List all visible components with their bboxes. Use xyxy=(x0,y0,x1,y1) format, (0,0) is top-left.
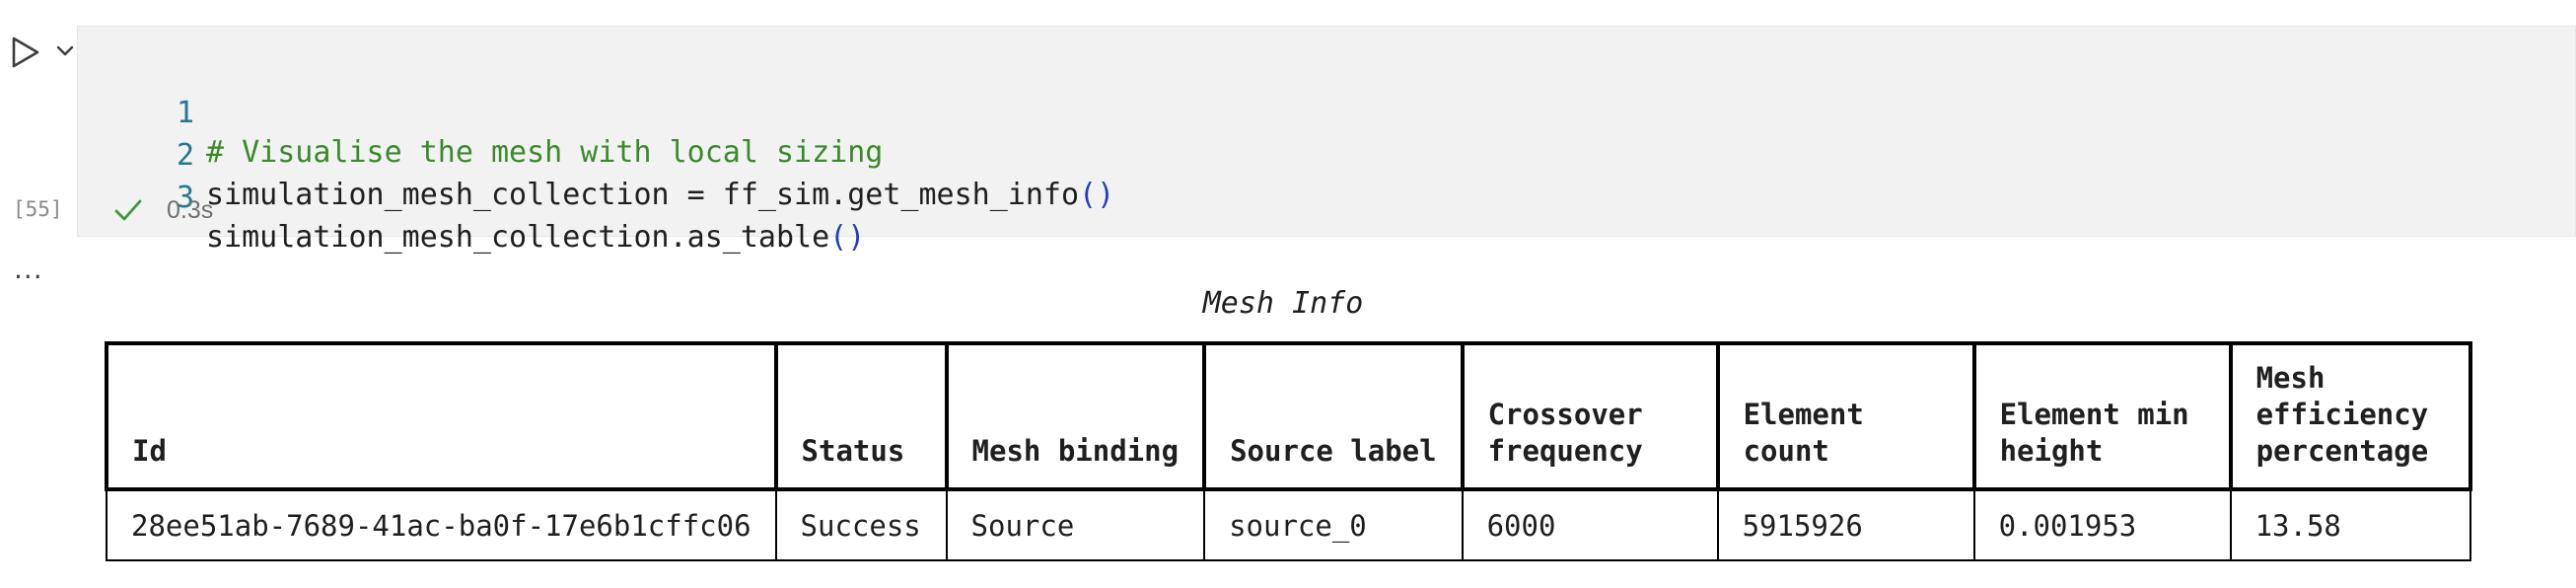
cell-mesh-efficiency-percentage: 13.58 xyxy=(2229,488,2471,561)
column-header-source-label: Source label xyxy=(1202,341,1465,491)
line-number: 1 xyxy=(176,96,194,130)
column-header-mesh-efficiency-percentage: Mesh efficiency percentage xyxy=(2228,341,2472,491)
chevron-down-icon[interactable] xyxy=(55,43,75,59)
line-number: 2 xyxy=(176,138,194,173)
output-more-button[interactable]: ... xyxy=(14,253,43,285)
column-header-element-min-height: Element min height xyxy=(1971,341,2233,491)
cell-element-count: 5915926 xyxy=(1716,488,1975,561)
code-comment: # Visualise the mesh with local sizing xyxy=(206,135,884,170)
cell-mesh-binding: Source xyxy=(945,488,1206,561)
code-cell[interactable]: 1 # Visualise the mesh with local sizing… xyxy=(77,26,2576,255)
code-statement: simulation_mesh_collection.as_table xyxy=(206,220,830,255)
column-header-element-count: Element count xyxy=(1715,341,1976,491)
play-icon[interactable] xyxy=(10,36,41,69)
column-header-crossover-frequency: Crossover frequency xyxy=(1460,341,1720,491)
cell-id: 28ee51ab-7689-41ac-ba0f-17e6b1cffc06 xyxy=(106,488,777,561)
execution-status: 0.3s xyxy=(113,192,213,228)
code-line[interactable]: 3 simulation_mesh_collection.as_table() xyxy=(78,139,865,255)
table-header-row: Id Status Mesh binding Source label Cros… xyxy=(105,341,2472,491)
table-row: 28ee51ab-7689-41ac-ba0f-17e6b1cffc06 Suc… xyxy=(106,488,2471,561)
code-paren: () xyxy=(829,220,866,255)
elapsed-time: 0.3s xyxy=(167,195,214,224)
code-paren: () xyxy=(1079,178,1115,212)
column-header-status: Status xyxy=(773,341,949,491)
cell-status: Success xyxy=(774,488,948,561)
check-icon xyxy=(113,197,143,223)
cell-run-controls xyxy=(10,34,75,73)
code-line[interactable]: 2 simulation_mesh_collection = ff_sim.ge… xyxy=(78,97,1114,212)
column-header-mesh-binding: Mesh binding xyxy=(944,341,1207,491)
column-header-id: Id xyxy=(105,341,778,491)
mesh-info-table: Id Status Mesh binding Source label Cros… xyxy=(105,341,2472,561)
code-text: simulation_mesh_collection = ff_sim.get_… xyxy=(206,176,1114,215)
table-title: Mesh Info xyxy=(1202,286,1364,321)
cell-source-label: source_0 xyxy=(1203,488,1464,561)
code-text: simulation_mesh_collection.as_table() xyxy=(206,218,865,257)
cell-element-min-height: 0.001953 xyxy=(1972,488,2232,561)
code-line[interactable]: 1 # Visualise the mesh with local sizing xyxy=(78,54,883,170)
code-statement: simulation_mesh_collection = ff_sim.get_… xyxy=(206,178,1080,212)
execution-count: [55] xyxy=(13,197,63,221)
line-number: 3 xyxy=(176,181,194,215)
cell-crossover-frequency: 6000 xyxy=(1461,488,1719,561)
